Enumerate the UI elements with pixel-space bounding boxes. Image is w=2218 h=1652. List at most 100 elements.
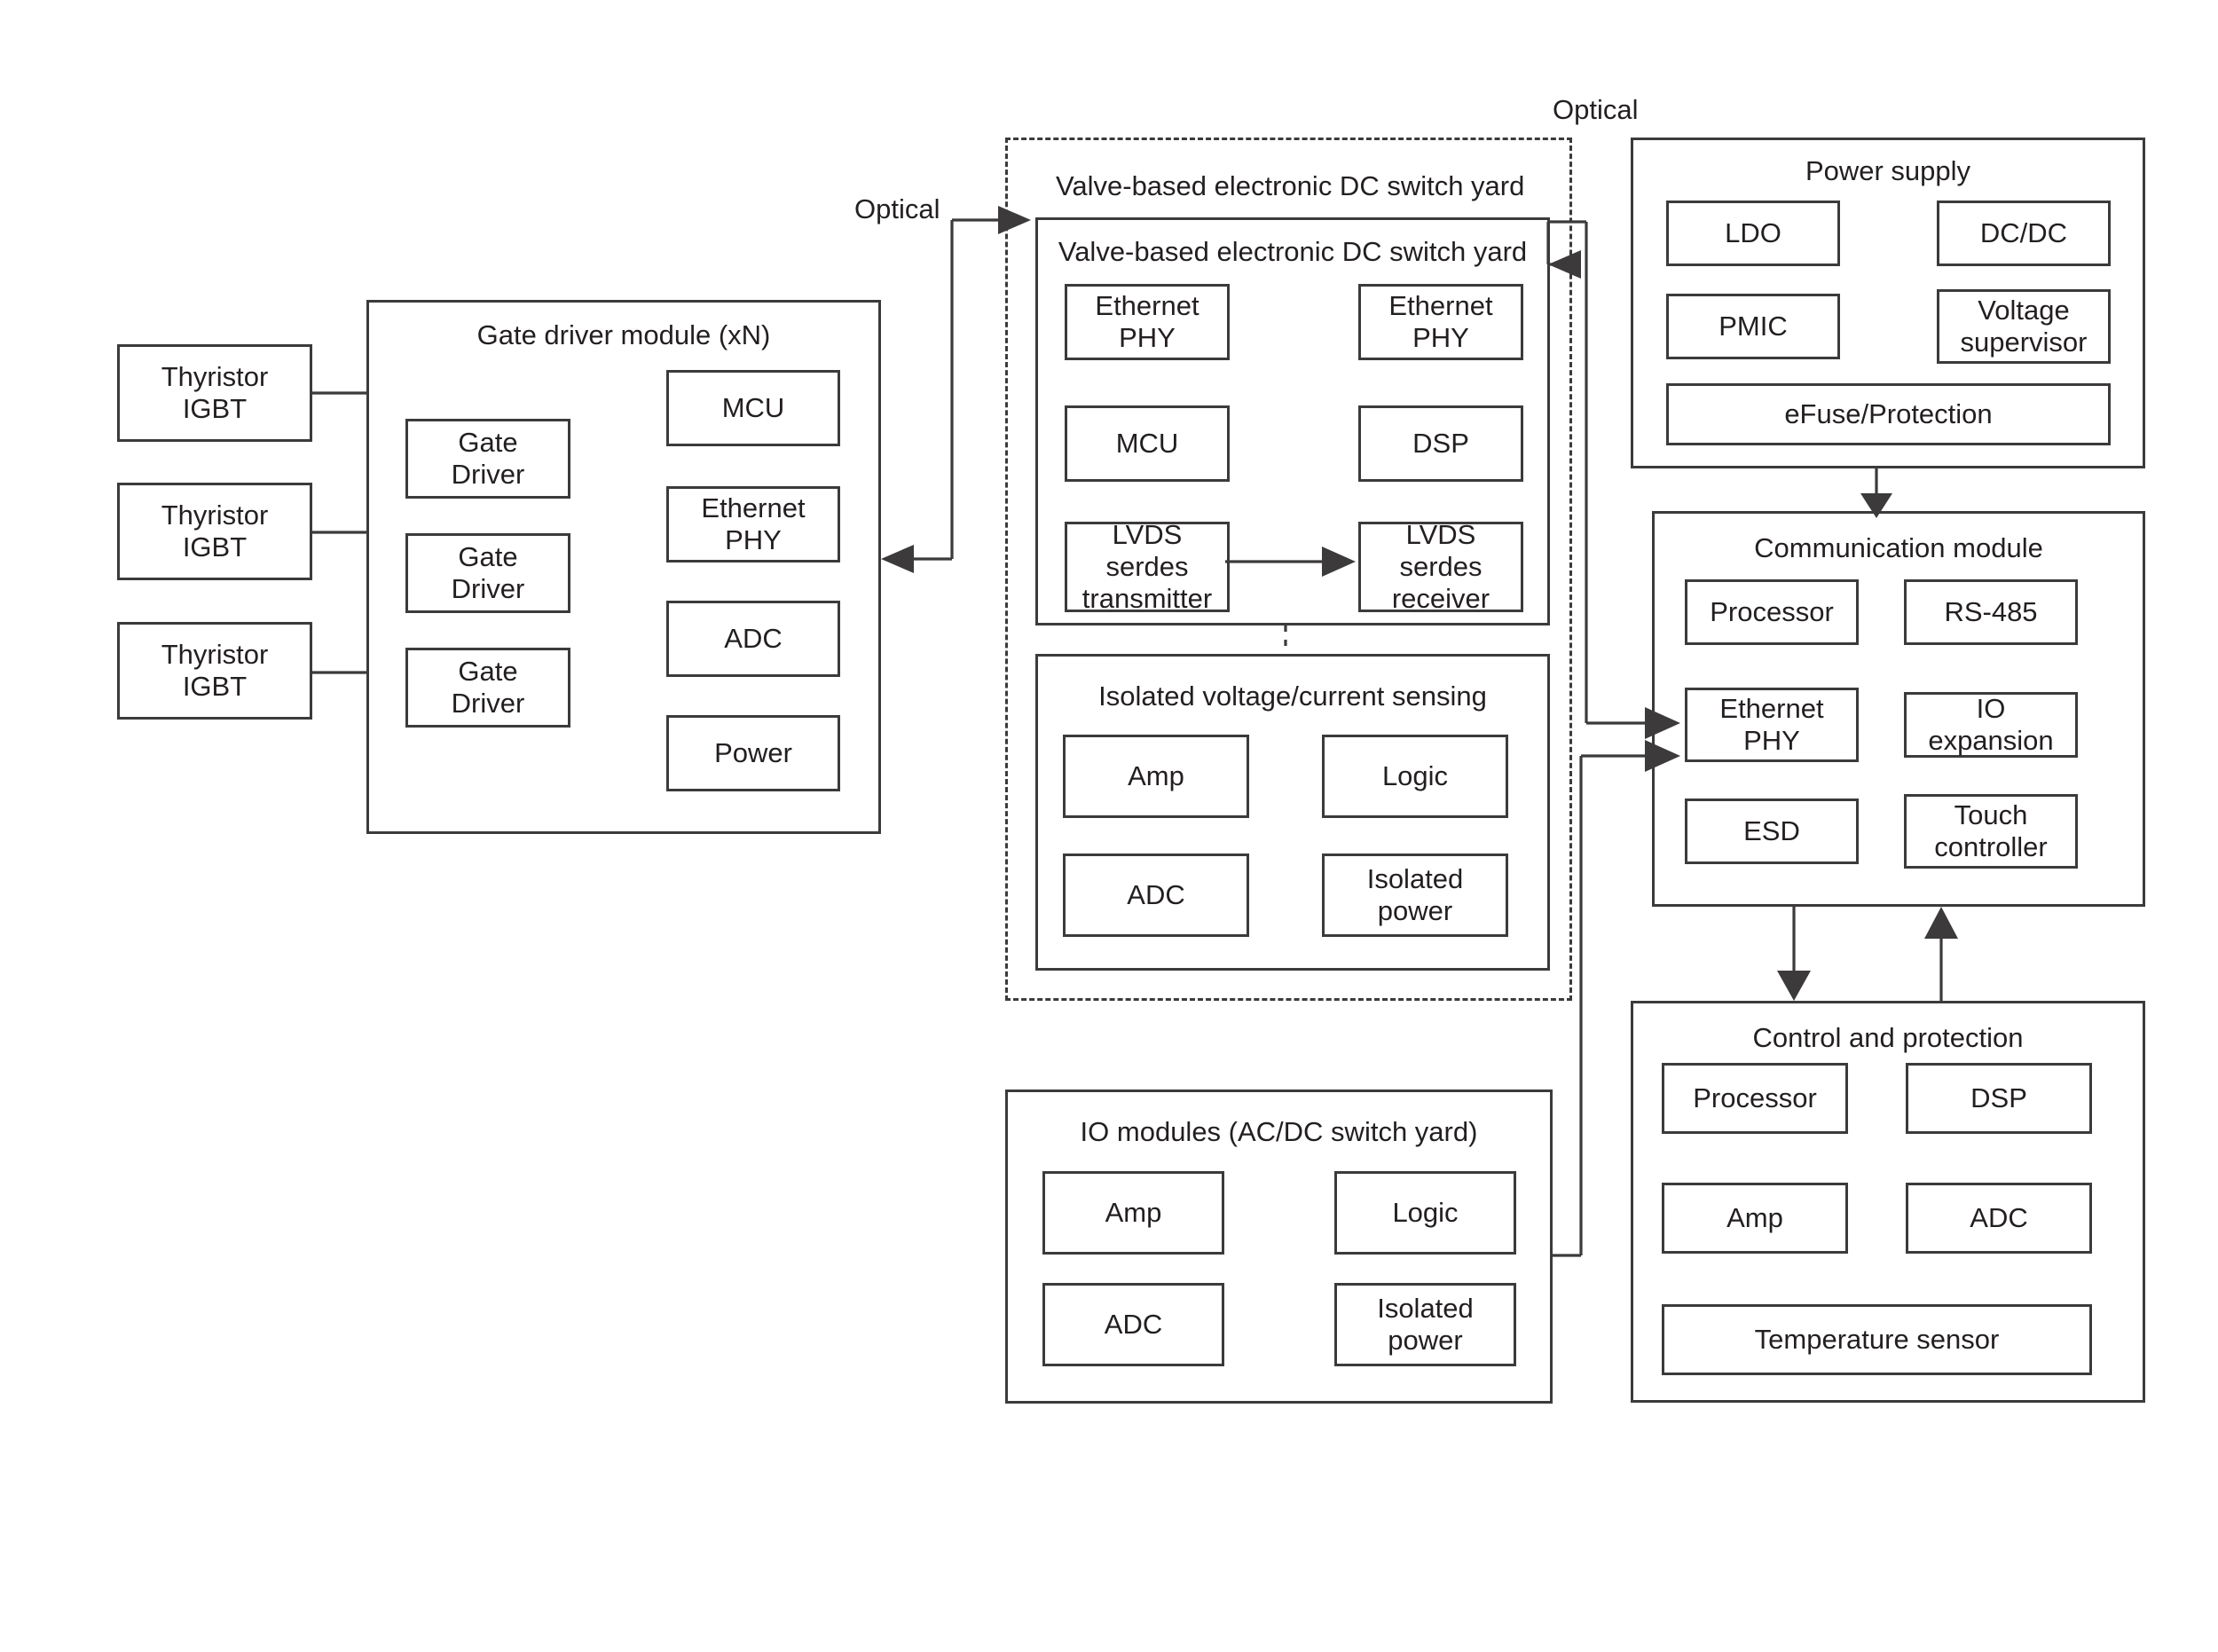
valve-lvds-receiver-box[interactable]: LVDS serdes receiver: [1358, 519, 1523, 614]
edge-label-optical-right: Optical: [1553, 94, 1639, 125]
valve-lvds-receiver-label: LVDS serdes receiver: [1391, 519, 1490, 614]
io-modules-title: IO modules (AC/DC switch yard): [1080, 1116, 1478, 1147]
io-modules-logic-box[interactable]: Logic: [1334, 1171, 1516, 1255]
valve-yard-outer-title: Valve-based electronic DC switch yard: [1056, 170, 1525, 201]
gate-driver-label-1: Gate Driver: [451, 427, 525, 490]
control-dsp-box[interactable]: DSP: [1906, 1063, 2092, 1134]
control-temperature-sensor-label: Temperature sensor: [1754, 1324, 2000, 1356]
power-supply-title: Power supply: [1805, 155, 1971, 186]
power-supply-dcdc-box[interactable]: DC/DC: [1937, 201, 2111, 266]
control-processor-label: Processor: [1693, 1082, 1817, 1114]
control-amp-label: Amp: [1726, 1202, 1783, 1234]
isolated-sensing-adc-label: ADC: [1127, 879, 1185, 911]
control-dsp-label: DSP: [1970, 1082, 2027, 1114]
communication-ethernet-phy-box[interactable]: Ethernet PHY: [1685, 688, 1859, 762]
communication-rs485-label: RS-485: [1944, 596, 2038, 628]
communication-processor-box[interactable]: Processor: [1685, 579, 1859, 645]
control-adc-box[interactable]: ADC: [1906, 1183, 2092, 1254]
power-supply-group: [1631, 138, 2145, 468]
communication-io-expansion-box[interactable]: IO expansion: [1904, 692, 2078, 758]
control-adc-label: ADC: [1970, 1202, 2028, 1234]
valve-dsp-label: DSP: [1412, 428, 1469, 460]
isolated-sensing-isolated-power-label: Isolated power: [1366, 863, 1464, 926]
control-amp-box[interactable]: Amp: [1662, 1183, 1848, 1254]
arrowhead-control-to-communication: [1924, 907, 1958, 939]
communication-esd-box[interactable]: ESD: [1685, 798, 1859, 864]
valve-yard-outer-group: [1005, 138, 1572, 1001]
thyristor-igbt-box-3[interactable]: Thyristor IGBT: [117, 622, 312, 720]
control-and-protection-group: [1631, 1001, 2145, 1403]
valve-lvds-transmitter-box[interactable]: LVDS serdes transmitter: [1065, 519, 1230, 614]
io-modules-adc-box[interactable]: ADC: [1042, 1283, 1224, 1366]
power-supply-pmic-label: PMIC: [1719, 311, 1788, 342]
communication-module-group: [1652, 511, 2145, 907]
valve-ethernet-phy-box-left[interactable]: Ethernet PHY: [1065, 284, 1230, 360]
gate-driver-power-box[interactable]: Power: [666, 715, 840, 791]
thyristor-igbt-box-2[interactable]: Thyristor IGBT: [117, 483, 312, 580]
power-supply-voltage-supervisor-label: Voltage supervisor: [1960, 295, 2088, 358]
io-modules-isolated-power-label: Isolated power: [1377, 1293, 1474, 1356]
valve-ethernet-phy-box-right[interactable]: Ethernet PHY: [1358, 284, 1523, 360]
communication-processor-label: Processor: [1710, 596, 1834, 628]
thyristor-igbt-label-1: Thyristor IGBT: [161, 361, 269, 424]
gate-driver-ethernet-phy-label: Ethernet PHY: [701, 492, 806, 555]
isolated-sensing-title: Isolated voltage/current sensing: [1098, 680, 1487, 712]
power-supply-ldo-label: LDO: [1725, 217, 1781, 249]
isolated-sensing-amp-label: Amp: [1128, 760, 1184, 792]
gate-driver-adc-box[interactable]: ADC: [666, 601, 840, 677]
gate-driver-module-title: Gate driver module (xN): [476, 319, 771, 350]
valve-mcu-box[interactable]: MCU: [1065, 405, 1230, 482]
valve-yard-inner-group: [1035, 217, 1550, 625]
isolated-sensing-logic-box[interactable]: Logic: [1322, 735, 1508, 818]
edge-label-optical-left: Optical: [854, 193, 940, 224]
arrowhead-communication-to-control: [1777, 971, 1811, 1001]
control-and-protection-title: Control and protection: [1752, 1022, 2024, 1053]
gate-driver-mcu-label: MCU: [721, 392, 785, 424]
gate-driver-box-2[interactable]: Gate Driver: [405, 533, 570, 613]
power-supply-dcdc-label: DC/DC: [1979, 217, 2068, 249]
gate-driver-mcu-box[interactable]: MCU: [666, 370, 840, 446]
io-modules-isolated-power-box[interactable]: Isolated power: [1334, 1283, 1516, 1366]
isolated-sensing-adc-box[interactable]: ADC: [1063, 854, 1249, 937]
control-temperature-sensor-box[interactable]: Temperature sensor: [1662, 1304, 2092, 1375]
gate-driver-ethernet-phy-box[interactable]: Ethernet PHY: [666, 486, 840, 562]
thyristor-igbt-label-2: Thyristor IGBT: [161, 500, 269, 562]
io-modules-logic-label: Logic: [1392, 1197, 1459, 1229]
control-processor-box[interactable]: Processor: [1662, 1063, 1848, 1134]
power-supply-ldo-box[interactable]: LDO: [1666, 201, 1840, 266]
valve-dsp-box[interactable]: DSP: [1358, 405, 1523, 482]
power-supply-voltage-supervisor-box[interactable]: Voltage supervisor: [1937, 289, 2111, 364]
gate-driver-label-2: Gate Driver: [451, 541, 525, 604]
communication-io-expansion-label: IO expansion: [1928, 693, 2054, 756]
thyristor-igbt-label-3: Thyristor IGBT: [161, 639, 269, 702]
power-supply-efuse-protection-label: eFuse/Protection: [1784, 398, 1993, 430]
valve-ethernet-phy-label-left: Ethernet PHY: [1095, 290, 1199, 353]
communication-ethernet-phy-label: Ethernet PHY: [1719, 693, 1824, 756]
thyristor-igbt-box-1[interactable]: Thyristor IGBT: [117, 344, 312, 442]
communication-touch-controller-box[interactable]: Touch controller: [1904, 794, 2078, 869]
valve-lvds-transmitter-label: LVDS serdes transmitter: [1081, 519, 1213, 614]
isolated-sensing-isolated-power-box[interactable]: Isolated power: [1322, 854, 1508, 937]
io-modules-amp-box[interactable]: Amp: [1042, 1171, 1224, 1255]
arrowhead-into-gate-driver-module: [881, 545, 914, 573]
gate-driver-box-1[interactable]: Gate Driver: [405, 419, 570, 499]
valve-ethernet-phy-label-right: Ethernet PHY: [1388, 290, 1493, 353]
isolated-sensing-logic-label: Logic: [1381, 760, 1449, 792]
valve-yard-inner-title: Valve-based electronic DC switch yard: [1058, 236, 1528, 267]
valve-mcu-label: MCU: [1115, 428, 1179, 460]
power-supply-pmic-box[interactable]: PMIC: [1666, 294, 1840, 359]
io-modules-amp-label: Amp: [1105, 1197, 1162, 1229]
isolated-sensing-amp-box[interactable]: Amp: [1063, 735, 1249, 818]
gate-driver-power-label: Power: [714, 737, 792, 769]
io-modules-adc-label: ADC: [1104, 1309, 1163, 1341]
gate-driver-module-group: [366, 300, 881, 834]
gate-driver-adc-label: ADC: [724, 623, 783, 655]
communication-touch-controller-label: Touch controller: [1934, 799, 2048, 862]
communication-module-title: Communication module: [1754, 532, 2043, 563]
gate-driver-box-3[interactable]: Gate Driver: [405, 648, 570, 728]
communication-rs485-box[interactable]: RS-485: [1904, 579, 2078, 645]
power-supply-efuse-protection-box[interactable]: eFuse/Protection: [1666, 383, 2111, 445]
gate-driver-label-3: Gate Driver: [451, 656, 525, 719]
io-modules-group: [1005, 1090, 1553, 1404]
